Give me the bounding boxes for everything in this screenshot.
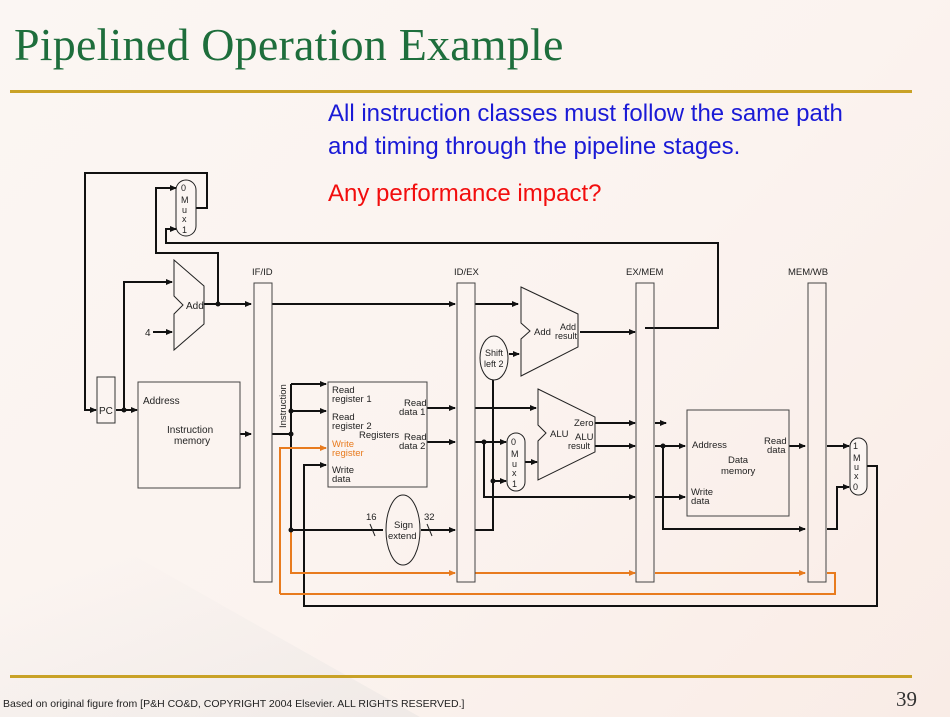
- svg-text:Address: Address: [692, 440, 727, 451]
- wire-writeback-loop: [303, 462, 878, 607]
- svg-text:0: 0: [511, 437, 516, 447]
- svg-text:Read: Read: [764, 436, 787, 447]
- svg-text:data: data: [691, 496, 710, 507]
- alu-mux: 0 M u x 1: [506, 432, 526, 492]
- svg-text:Add: Add: [186, 301, 204, 312]
- constant-four: 4: [145, 328, 151, 339]
- svg-text:M: M: [853, 453, 861, 463]
- svg-text:data: data: [332, 474, 351, 485]
- svg-text:data 2: data 2: [399, 441, 425, 452]
- svg-text:16: 16: [366, 512, 377, 523]
- write-register-path: [279, 445, 836, 595]
- pc-register: PC: [96, 376, 116, 424]
- svg-text:memory: memory: [174, 436, 210, 447]
- sign-extend: Sign extend 16 32: [366, 494, 435, 566]
- svg-text:data 1: data 1: [399, 407, 425, 418]
- svg-text:Instruction: Instruction: [167, 425, 213, 436]
- svg-text:ALU: ALU: [575, 432, 594, 443]
- svg-text:x: x: [182, 214, 187, 224]
- svg-text:32: 32: [424, 512, 435, 523]
- svg-text:EX/MEM: EX/MEM: [626, 267, 664, 278]
- datapath-wires: [84, 172, 878, 607]
- svg-text:u: u: [182, 205, 187, 215]
- shift-left-2: Shift left 2: [479, 335, 509, 381]
- svg-text:data: data: [767, 445, 786, 456]
- svg-text:Add: Add: [534, 327, 551, 338]
- wire-pc-to-adder: [123, 279, 173, 410]
- svg-text:0: 0: [853, 482, 858, 492]
- svg-text:Data: Data: [728, 455, 749, 466]
- svg-text:1: 1: [182, 225, 187, 235]
- svg-text:result: result: [568, 441, 591, 451]
- svg-text:Read: Read: [404, 398, 427, 409]
- pipeline-register-idex: ID/EX: [454, 267, 479, 583]
- wire-aluresult-bypass: [662, 446, 806, 532]
- slide-body: All instruction classes must follow the …: [328, 97, 938, 210]
- svg-text:register 1: register 1: [332, 394, 372, 405]
- pc-mux: 0 M u x 1: [175, 179, 197, 237]
- footer-divider: [10, 675, 912, 678]
- svg-text:Read: Read: [332, 412, 355, 423]
- body-line-1: All instruction classes must follow the …: [328, 100, 843, 127]
- wire-imm-from-idex: [475, 360, 494, 531]
- svg-text:ID/EX: ID/EX: [454, 267, 479, 278]
- svg-text:register: register: [332, 448, 364, 459]
- svg-text:Address: Address: [143, 396, 180, 407]
- data-memory: Address Read data Data memory Write data: [686, 409, 790, 517]
- svg-text:left 2: left 2: [484, 359, 504, 369]
- svg-text:u: u: [854, 462, 859, 472]
- svg-text:M: M: [181, 195, 189, 205]
- svg-text:register 2: register 2: [332, 421, 372, 432]
- footer-attribution: Based on original figure from [P&H CO&D,…: [3, 698, 465, 710]
- svg-text:Read: Read: [404, 432, 427, 443]
- instruction-memory: Address Instruction memory: [137, 381, 241, 489]
- wire-memwb-to-mux0: [827, 484, 850, 530]
- svg-text:M: M: [511, 449, 519, 459]
- svg-text:1: 1: [853, 441, 858, 451]
- svg-text:Shift: Shift: [485, 348, 504, 358]
- svg-text:Write: Write: [332, 439, 354, 450]
- wire-pcplus4-to-mux0: [155, 185, 219, 304]
- wire-mux-to-pc: [84, 172, 208, 413]
- pipeline-register-exmem: EX/MEM: [626, 267, 664, 583]
- body-line-2: and timing through the pipeline stages.: [328, 133, 741, 160]
- alu: ALU Zero ALU result: [537, 388, 596, 481]
- svg-text:memory: memory: [721, 466, 756, 477]
- svg-text:Write: Write: [691, 487, 713, 498]
- svg-text:Zero: Zero: [574, 418, 594, 429]
- page-number: 39: [896, 687, 917, 711]
- slide-title: Pipelined Operation Example: [14, 19, 564, 70]
- pc-adder: Add: [173, 258, 205, 352]
- branch-adder: Add Add result: [520, 286, 579, 377]
- svg-text:Write: Write: [332, 465, 354, 476]
- writeback-mux: 1 M u x 0: [849, 437, 868, 496]
- svg-text:result: result: [555, 331, 578, 341]
- svg-text:x: x: [854, 471, 859, 481]
- question-text: Any performance impact?: [328, 180, 602, 207]
- svg-text:Sign: Sign: [394, 520, 413, 531]
- svg-text:1: 1: [512, 479, 517, 489]
- wire-rd2-to-exmem: [483, 442, 636, 500]
- register-file: Read register 1 Read register 2 Write re…: [327, 381, 428, 488]
- wire-instruction-bus: [272, 433, 383, 531]
- svg-text:ALU: ALU: [550, 429, 569, 440]
- svg-text:x: x: [512, 468, 517, 478]
- pipeline-register-ifid: IF/ID: [252, 267, 273, 583]
- wire-branch-to-mux1: [165, 226, 719, 329]
- svg-text:u: u: [512, 459, 517, 469]
- svg-text:Registers: Registers: [359, 430, 399, 441]
- junction-dots: [121, 301, 666, 533]
- svg-text:0: 0: [181, 183, 186, 193]
- svg-text:IF/ID: IF/ID: [252, 267, 273, 278]
- svg-text:extend: extend: [388, 531, 417, 542]
- svg-text:Read: Read: [332, 385, 355, 396]
- svg-text:Add: Add: [560, 322, 576, 332]
- pipeline-register-memwb: MEM/WB: [788, 267, 828, 583]
- svg-text:PC: PC: [99, 406, 113, 417]
- svg-text:MEM/WB: MEM/WB: [788, 267, 828, 278]
- title-divider: [10, 90, 912, 93]
- instruction-bus-label: Instruction: [278, 384, 289, 428]
